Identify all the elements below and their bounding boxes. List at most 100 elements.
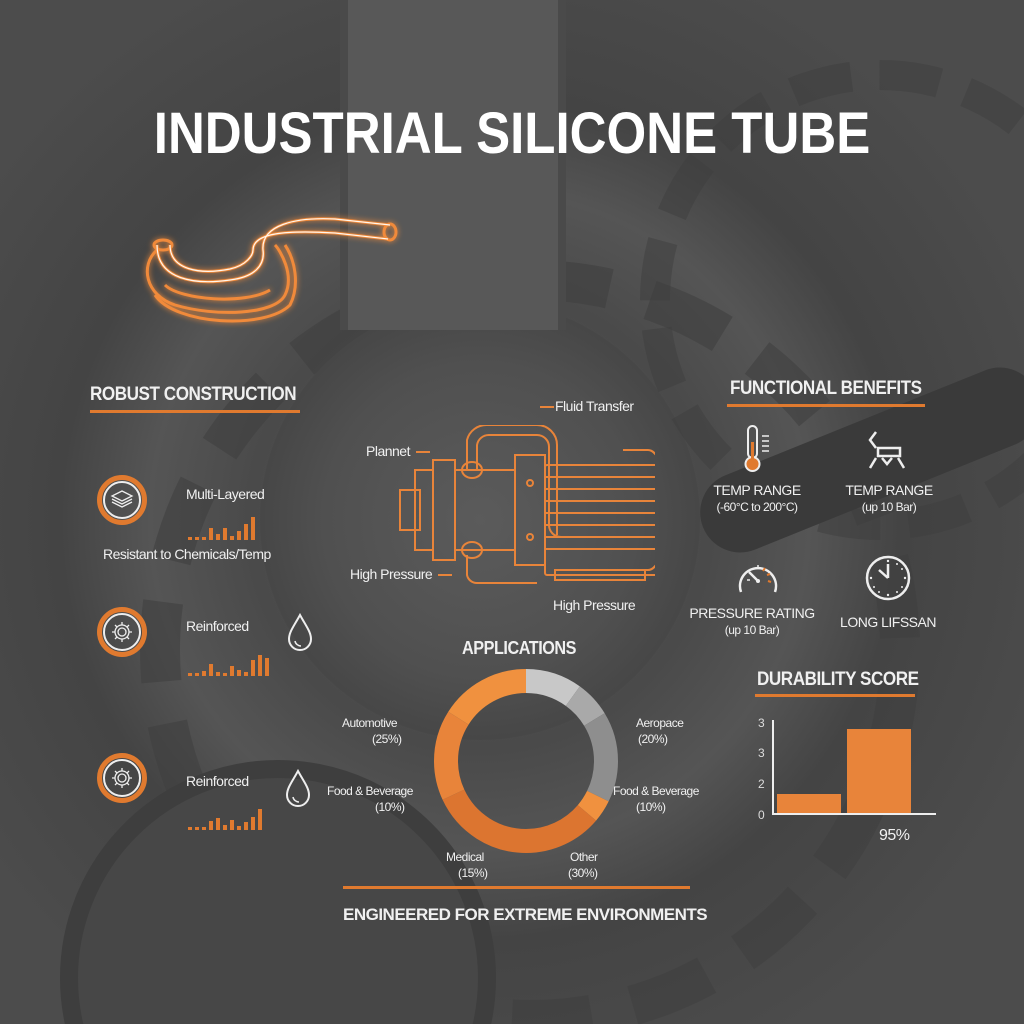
section-heading-functional-benefits: FUNCTIONAL BENEFITS — [730, 378, 922, 399]
mini-bar — [195, 673, 199, 676]
y-tick: 0 — [758, 808, 765, 822]
item-sub-resistant: Resistant to Chemicals/Temp — [103, 546, 271, 562]
mini-bar — [223, 824, 227, 830]
durability-bar — [777, 794, 841, 813]
mini-bar — [230, 536, 234, 540]
thermometer-icon — [744, 425, 769, 472]
footer-tagline: ENGINEERED FOR EXTREME ENVIRONMENTS — [343, 905, 708, 924]
mini-bar-chart — [188, 516, 255, 540]
mini-bar — [216, 818, 220, 830]
mini-bar — [251, 516, 255, 540]
mini-bar — [223, 528, 227, 540]
mini-bar — [188, 673, 192, 676]
mini-bar — [265, 657, 269, 676]
droplet-icon — [287, 612, 313, 651]
section-heading-durability-score: DURABILITY SCORE — [757, 669, 919, 690]
mini-bar — [216, 672, 220, 676]
pct-medical: (15%) — [458, 866, 488, 880]
callout-planet: Plannet — [366, 443, 410, 459]
label-medical: Medical — [446, 850, 484, 864]
mini-bar — [195, 827, 199, 830]
mini-bar — [223, 673, 227, 676]
benefit-title-pressure-rating: PRESSURE RATING — [689, 605, 815, 621]
section-heading-robust-construction: ROBUST CONSTRUCTION — [90, 384, 297, 405]
mini-bar — [209, 528, 213, 540]
item-label-reinforced: Reinforced — [186, 773, 249, 789]
gear-icon — [112, 768, 132, 788]
bracket-plate — [340, 0, 566, 330]
section-heading-applications: APPLICATIONS — [462, 638, 577, 658]
y-tick: 3 — [758, 746, 765, 760]
mini-bar — [244, 822, 248, 830]
mini-bar — [237, 669, 241, 676]
pct-aerospace: (20%) — [638, 732, 668, 746]
mini-bar — [251, 817, 255, 830]
label-other: Other — [570, 850, 598, 864]
mini-bar — [209, 820, 213, 830]
pct-other: (30%) — [568, 866, 598, 880]
callout-line — [438, 574, 452, 576]
mini-bar — [244, 672, 248, 676]
mini-bar — [188, 827, 192, 830]
item-label-multi-layered: Multi-Layered — [186, 486, 265, 502]
footer-rule — [343, 886, 690, 889]
mini-bar — [237, 530, 241, 540]
label-food-beverage-left: Food & Beverage — [327, 784, 413, 798]
item-label-reinforced: Reinforced — [186, 618, 249, 634]
pct-automotive: (25%) — [372, 732, 402, 746]
benefit-title-temp-range: TEMP RANGE — [713, 482, 801, 498]
mini-bar-chart — [188, 652, 269, 676]
gear-icon — [112, 622, 132, 642]
mini-bar — [230, 819, 234, 830]
mini-bar — [216, 533, 220, 540]
mini-bar — [258, 655, 262, 676]
mini-bar — [195, 537, 199, 540]
mini-bar — [202, 827, 206, 830]
benefit-sub-pressure: (up 10 Bar) — [724, 623, 780, 637]
label-aerospace: Aeropace — [636, 716, 684, 730]
layers-icon — [110, 490, 134, 508]
applications-donut-chart — [434, 669, 618, 853]
page-title: INDUSTRIAL SILICONE TUBE — [153, 101, 871, 166]
durability-bar-chart: 3 3 2 0 — [758, 716, 936, 822]
pct-food-beverage-right: (10%) — [636, 800, 666, 814]
mini-bar — [258, 809, 262, 830]
benefit-sub-bar: (up 10 Bar) — [861, 500, 917, 514]
layers-icon-badge — [97, 475, 147, 525]
callout-high-pressure-left: High Pressure — [350, 566, 433, 582]
y-tick: 2 — [758, 777, 765, 791]
benefit-title-long-lifespan: LONG LIFSSAN — [840, 614, 936, 630]
benefit-title-temp-range-2: TEMP RANGE — [845, 482, 933, 498]
heading-underline — [755, 694, 915, 697]
mini-bar — [237, 826, 241, 830]
gear-hub — [260, 300, 700, 740]
mini-bar-chart — [188, 806, 262, 830]
pump-diagram — [399, 425, 655, 585]
gauge-icon — [738, 565, 778, 593]
durability-bar — [847, 729, 911, 813]
durability-value: 95% — [879, 827, 910, 844]
heading-underline — [90, 410, 300, 413]
heading-underline — [727, 404, 925, 407]
mini-bar — [202, 537, 206, 540]
mini-bar — [251, 660, 255, 676]
benefit-sub-temp-range: (-60°C to 200°C) — [716, 500, 798, 514]
callout-high-pressure-right: High Pressure — [553, 597, 636, 613]
mini-bar — [209, 664, 213, 676]
mini-bar — [230, 665, 234, 676]
gear-icon-badge — [97, 607, 147, 657]
pct-food-beverage-left: (10%) — [375, 800, 405, 814]
mini-bar — [188, 537, 192, 540]
droplet-icon — [285, 768, 311, 807]
callout-line — [540, 406, 554, 408]
y-axis — [772, 720, 774, 815]
y-tick: 3 — [758, 716, 765, 730]
pressure-frame-icon — [868, 431, 906, 469]
gear-icon-badge — [97, 753, 147, 803]
x-axis — [772, 813, 936, 815]
callout-line — [416, 451, 430, 453]
mini-bar — [202, 670, 206, 676]
silicone-tube-icon — [145, 217, 398, 323]
callout-fluid-transfer: Fluid Transfer — [555, 398, 634, 414]
